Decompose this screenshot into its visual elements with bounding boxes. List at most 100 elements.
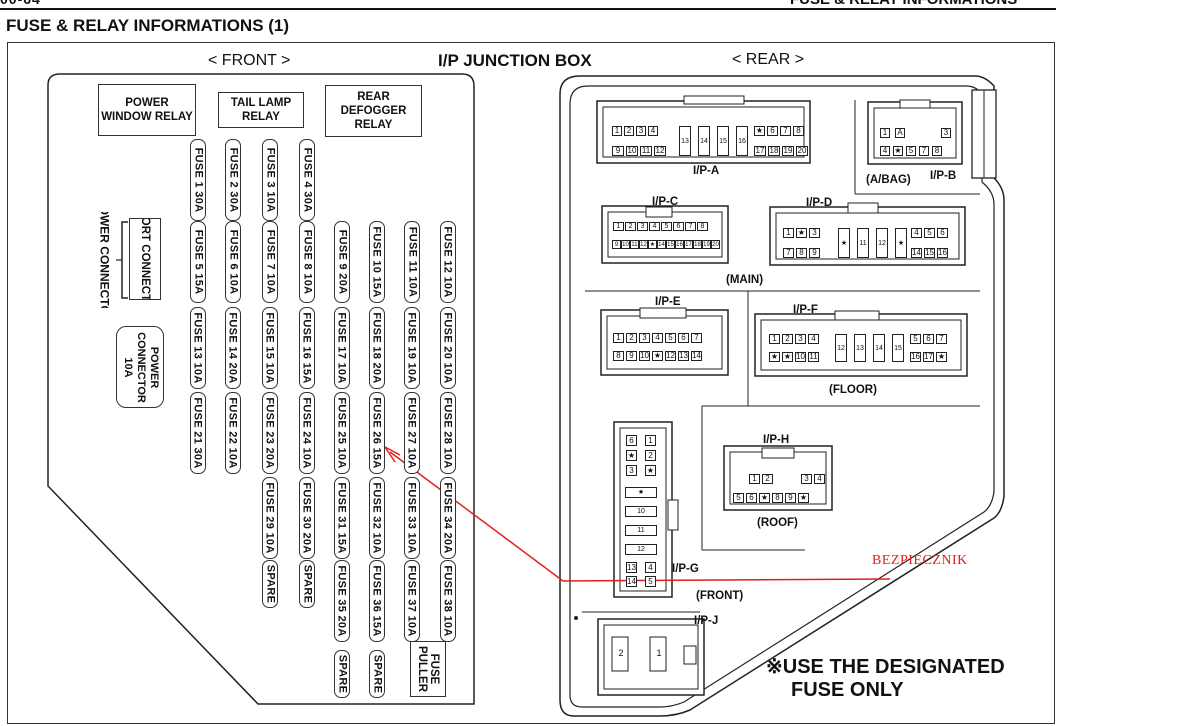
ipg-pair-r-0: 1 xyxy=(645,435,656,446)
iph-bot-2: ★ xyxy=(759,493,770,503)
ipa-top-left-1: 2 xyxy=(624,126,634,136)
ipd-left-bot-0: 7 xyxy=(783,248,794,258)
ipa-mid-0: 13 xyxy=(679,126,691,156)
ipf-left-top-3: 4 xyxy=(808,334,819,344)
tail-lamp-relay: TAIL LAMP RELAY xyxy=(218,92,304,128)
fuse-26: FUSE 26 15A xyxy=(369,392,385,474)
short-connector: SHORT CONNECTOR xyxy=(129,218,161,300)
fuse-11: FUSE 11 10A xyxy=(404,221,420,303)
ipe-bot-2: 10 xyxy=(639,351,650,361)
ipf-mid-0: 12 xyxy=(835,334,847,362)
fuse-24: FUSE 24 10A xyxy=(299,392,315,474)
ipf-left-bot-0: ★ xyxy=(769,352,780,362)
ipe-top-4: 5 xyxy=(665,333,676,343)
ipe-bot-1: 9 xyxy=(626,351,637,361)
spare-fuse-3: SPARE xyxy=(334,650,350,698)
note-symbol: ※ xyxy=(766,656,783,678)
ipc-bot-11: 20 xyxy=(711,240,720,249)
note-line-2: FUSE ONLY xyxy=(791,679,904,701)
fuse-2: FUSE 2 30A xyxy=(225,139,241,221)
front-label: < FRONT > xyxy=(208,52,291,69)
fuse-20: FUSE 20 10A xyxy=(440,307,456,389)
fuse-6: FUSE 6 10A xyxy=(225,221,241,303)
connector-ipf-label: I/P-F xyxy=(793,304,818,316)
ipg-single-1: 10 xyxy=(625,506,657,517)
ipd-right-top-2: 6 xyxy=(937,228,948,238)
connector-iph-label: I/P-H xyxy=(763,434,790,446)
ipa-bot-left-3: 12 xyxy=(654,146,666,156)
ipe-bot-5: 13 xyxy=(678,351,689,361)
annotation-bezpiecznik: BEZPIECZNIK xyxy=(872,553,968,568)
fuse-31: FUSE 31 15A xyxy=(334,477,350,559)
ipf-left-top-0: 1 xyxy=(769,334,780,344)
ipj-pin-2-box xyxy=(611,636,629,672)
front-panel-outline xyxy=(47,73,475,705)
ipe-top-2: 3 xyxy=(639,333,650,343)
fuse-21: FUSE 21 30A xyxy=(190,392,206,474)
rear-panel-inner-outline xyxy=(569,85,995,708)
ipb-top-1: A xyxy=(895,128,905,138)
ipc-top-4: 5 xyxy=(661,222,672,231)
ipg-pair-l-2: 3 xyxy=(626,465,637,476)
fuse-30: FUSE 30 20A xyxy=(299,477,315,559)
rear-label: < REAR > xyxy=(732,51,805,68)
ipg-pair-l-1: ★ xyxy=(626,450,637,461)
connector-ipe-latch xyxy=(639,307,687,319)
fuse-27: FUSE 27 10A xyxy=(404,392,420,474)
connector-ipa-latch xyxy=(683,95,745,105)
ipd-mid-0: ★ xyxy=(838,228,850,258)
ipa-top-right-3: 8 xyxy=(793,126,804,136)
ipa-top-left-0: 1 xyxy=(612,126,622,136)
connector-ipg-label: I/P-G xyxy=(672,563,699,575)
ipf-right-top-2: 7 xyxy=(936,334,947,344)
ipc-bot-0: 9 xyxy=(612,240,621,249)
connector-ipa-label: I/P-A xyxy=(693,165,720,177)
ipc-bot-7: 16 xyxy=(675,240,684,249)
ipg-bot-0: 13 xyxy=(626,562,637,573)
ipf-right-bot-0: 16 xyxy=(910,352,921,362)
fuse-36: FUSE 36 15A xyxy=(369,560,385,642)
ipd-right-top-0: 4 xyxy=(911,228,922,238)
ipb-bot-2: 5 xyxy=(906,146,916,156)
ipb-top-2: 3 xyxy=(941,128,951,138)
ipb-bot-4: 8 xyxy=(932,146,942,156)
ipj-pin-1-box xyxy=(649,636,667,672)
ipe-top-1: 2 xyxy=(626,333,637,343)
ipa-top-right-2: 7 xyxy=(780,126,791,136)
ipj-pin-2: 2 xyxy=(618,648,624,658)
fuse-33: FUSE 33 10A xyxy=(404,477,420,559)
ipb-top-0: 1 xyxy=(880,128,890,138)
ipc-bot-10: 19 xyxy=(702,240,711,249)
spare-fuse-2: SPARE xyxy=(299,560,315,608)
ipb-bot-0: 4 xyxy=(880,146,890,156)
iph-top-right-0: 3 xyxy=(801,474,812,484)
ipe-bot-0: 8 xyxy=(613,351,624,361)
ipa-bot-left-1: 10 xyxy=(626,146,638,156)
ipg-pair-l-0: 6 xyxy=(626,435,637,446)
roof-label: (ROOF) xyxy=(757,517,798,529)
ipc-top-3: 4 xyxy=(649,222,660,231)
ipj-pin-1: 1 xyxy=(656,648,662,658)
ipd-left-top-0: 1 xyxy=(783,228,794,238)
note-line-1-text: USE THE DESIGNATED xyxy=(782,656,1005,678)
ipe-bot-3: ★ xyxy=(652,351,663,361)
ipe-bot-4: 12 xyxy=(665,351,676,361)
header-section-title: FUSE & RELAY INFORMATIONS xyxy=(790,0,1017,8)
ipe-bot-6: 14 xyxy=(691,351,702,361)
ipf-left-top-1: 2 xyxy=(782,334,793,344)
ipd-right-bot-1: 15 xyxy=(924,248,935,258)
fuse-12: FUSE 12 10A xyxy=(440,221,456,303)
ipd-left-top-2: 3 xyxy=(809,228,820,238)
ipg-single-2: 11 xyxy=(625,525,657,536)
ipd-left-bot-2: 9 xyxy=(809,248,820,258)
ipa-top-left-3: 4 xyxy=(648,126,658,136)
rear-defogger-relay: REAR DEFOGGER RELAY xyxy=(325,85,422,137)
fuse-3: FUSE 3 10A xyxy=(262,139,278,221)
ipc-bot-4: ★ xyxy=(648,240,657,249)
iph-top-left-1: 2 xyxy=(762,474,773,484)
ipc-bot-6: 15 xyxy=(666,240,675,249)
ipf-mid-2: 14 xyxy=(873,334,885,362)
ipa-mid-1: 14 xyxy=(698,126,710,156)
note-line-1: ※USE THE DESIGNATED xyxy=(766,654,1005,679)
iph-top-right-1: 4 xyxy=(814,474,825,484)
